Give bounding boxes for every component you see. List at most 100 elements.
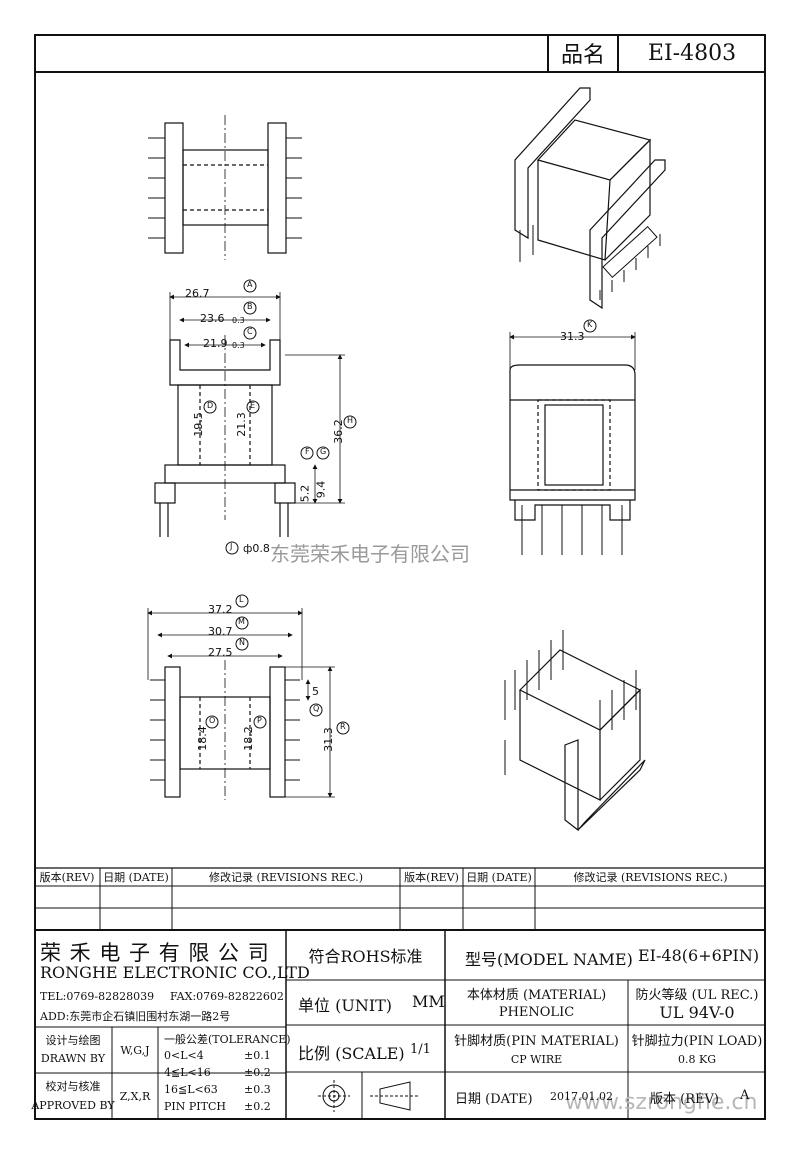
date-header-2: 日期 (DATE)	[466, 871, 532, 884]
tolerance-range-1: 0<L<4	[164, 1049, 204, 1062]
scale-label: 比例 (SCALE)	[298, 1044, 405, 1063]
pin-load-label: 针脚拉力(PIN LOAD)	[631, 1033, 763, 1049]
material-value: PHENOLIC	[498, 1004, 575, 1020]
rec-header: 修改记录 (REVISIONS REC.)	[208, 871, 364, 884]
approved-by-cn: 校对与核准	[45, 1080, 101, 1093]
balloon-e: E	[250, 401, 256, 410]
date-label: 日期 (DATE)	[455, 1092, 533, 1107]
rohs-compliance: 符合ROHS标准	[308, 947, 423, 966]
rev-header-2: 版本(REV)	[404, 871, 459, 884]
balloon-p: P	[257, 716, 262, 725]
tolerance-value-1: ±0.1	[244, 1049, 271, 1062]
drawn-by-cn: 设计与绘图	[45, 1034, 101, 1047]
front-view	[154, 335, 296, 537]
dim-f-value: 5.2	[298, 484, 312, 503]
balloon-b: B	[247, 302, 253, 311]
balloon-k: K	[587, 320, 593, 329]
company-tel: TEL:0769-82828039	[40, 990, 155, 1003]
pin-load-value: 0.8 KG	[678, 1052, 716, 1066]
bottom-view	[150, 660, 300, 800]
tolerance-range-3: 16≦L<63	[164, 1083, 218, 1096]
approved-by-en: APPROVED BY	[31, 1098, 115, 1112]
dim-k-value: 31.3	[560, 330, 585, 343]
balloon-r: R	[340, 722, 346, 731]
iso-view-top	[514, 87, 666, 310]
dim-g-value: 9.4	[314, 480, 328, 499]
tolerance-value-2: ±0.2	[244, 1066, 271, 1079]
date-value: 2017.01.02	[550, 1090, 613, 1103]
projection-symbol-icon	[318, 1080, 418, 1112]
dim-n-value: 27.5	[208, 646, 233, 659]
balloon-j: J	[230, 542, 233, 551]
dim-a-value: 26.7	[185, 287, 210, 300]
model-label: 型号(MODEL NAME)	[465, 950, 633, 969]
part-name-value: EI-4803	[647, 40, 737, 66]
company-watermark: 东莞荣禾电子有限公司	[270, 542, 470, 566]
title-block-grid	[34, 867, 766, 1120]
dim-c-tolerance: 0.3	[232, 341, 245, 350]
balloon-f: F	[305, 447, 310, 456]
dim-b-value: 23.6	[200, 312, 225, 325]
balloons	[203, 279, 597, 735]
iso-view-bottom	[504, 630, 646, 832]
company-address: ADD:东莞市企石镇旧围村东湖一路2号	[40, 1010, 231, 1023]
ul-label: 防火等级 (UL REC.)	[635, 987, 759, 1003]
ul-value: UL 94V-0	[659, 1002, 735, 1022]
tolerance-range-4: PIN PITCH	[164, 1100, 226, 1113]
dim-q-value: 5	[312, 685, 319, 698]
balloon-n: N	[239, 638, 245, 647]
dim-l-value: 37.2	[208, 603, 233, 616]
bottom-dims	[147, 608, 335, 798]
model-value: EI-48(6+6PIN)	[638, 946, 760, 965]
dim-r-value: 31.3	[321, 727, 335, 752]
drawing-frame	[34, 34, 766, 1120]
dim-m-value: 30.7	[208, 625, 233, 638]
drawn-by-value: W,G,J	[120, 1043, 150, 1057]
balloon-o: O	[209, 716, 216, 725]
part-name-label: 品名	[560, 43, 605, 68]
tolerance-title: 一般公差(TOLERANCE)	[164, 1033, 291, 1046]
balloon-m: M	[238, 617, 245, 626]
balloon-q: Q	[313, 704, 320, 713]
approved-by-value: Z,X,R	[119, 1090, 151, 1103]
balloon-d: D	[207, 401, 214, 410]
rec-header-2: 修改记录 (REVISIONS REC.)	[573, 871, 728, 884]
pin-material-value: CP WIRE	[510, 1052, 563, 1066]
unit-value: MM	[412, 992, 445, 1011]
dim-c-value: 21.9	[203, 337, 228, 350]
balloon-a: A	[247, 280, 253, 289]
material-label: 本体材质 (MATERIAL)	[466, 987, 607, 1003]
dim-j-value: ф0.8	[243, 542, 270, 555]
unit-label: 单位 (UNIT)	[298, 996, 393, 1015]
tolerance-value-4: ±0.2	[244, 1100, 271, 1113]
rev-header: 版本(REV)	[39, 871, 95, 884]
balloon-c: C	[247, 327, 253, 336]
date-header: 日期 (DATE)	[103, 871, 169, 884]
balloon-g: G	[320, 447, 327, 456]
dim-j-number: 0.8	[252, 542, 270, 555]
pin-material-label: 针脚材质(PIN MATERIAL)	[454, 1033, 619, 1049]
site-watermark: www.szronghe.cn	[565, 1090, 758, 1115]
dim-e-value: 21.3	[234, 412, 248, 437]
company-name-en: RONGHE ELECTRONIC CO.,LTD	[40, 963, 310, 982]
front-dims	[169, 292, 345, 504]
side-view	[509, 332, 636, 555]
company-name-cn: 荣 禾 电 子 有 限 公 司	[40, 941, 270, 965]
balloon-l: L	[239, 595, 244, 604]
dim-p-value: 18.2	[241, 726, 255, 751]
dim-b-tolerance: 0.3	[232, 316, 245, 325]
rev-value: A	[740, 1088, 750, 1103]
dim-h-value: 36.2	[331, 419, 345, 444]
company-fax: FAX:0769-82822602	[170, 990, 284, 1003]
dim-o-value: 18.4	[195, 726, 209, 751]
balloon-h: H	[347, 416, 354, 425]
rev-label: 版本 (REV)	[650, 1092, 719, 1107]
drawn-by-en: DRAWN BY	[40, 1051, 106, 1065]
dim-d-value: 19.5	[191, 412, 205, 437]
tolerance-value-3: ±0.3	[244, 1083, 271, 1096]
tolerance-range-2: 4≦L<16	[164, 1066, 211, 1079]
scale-value: 1/1	[410, 1042, 431, 1057]
top-view	[148, 115, 302, 260]
